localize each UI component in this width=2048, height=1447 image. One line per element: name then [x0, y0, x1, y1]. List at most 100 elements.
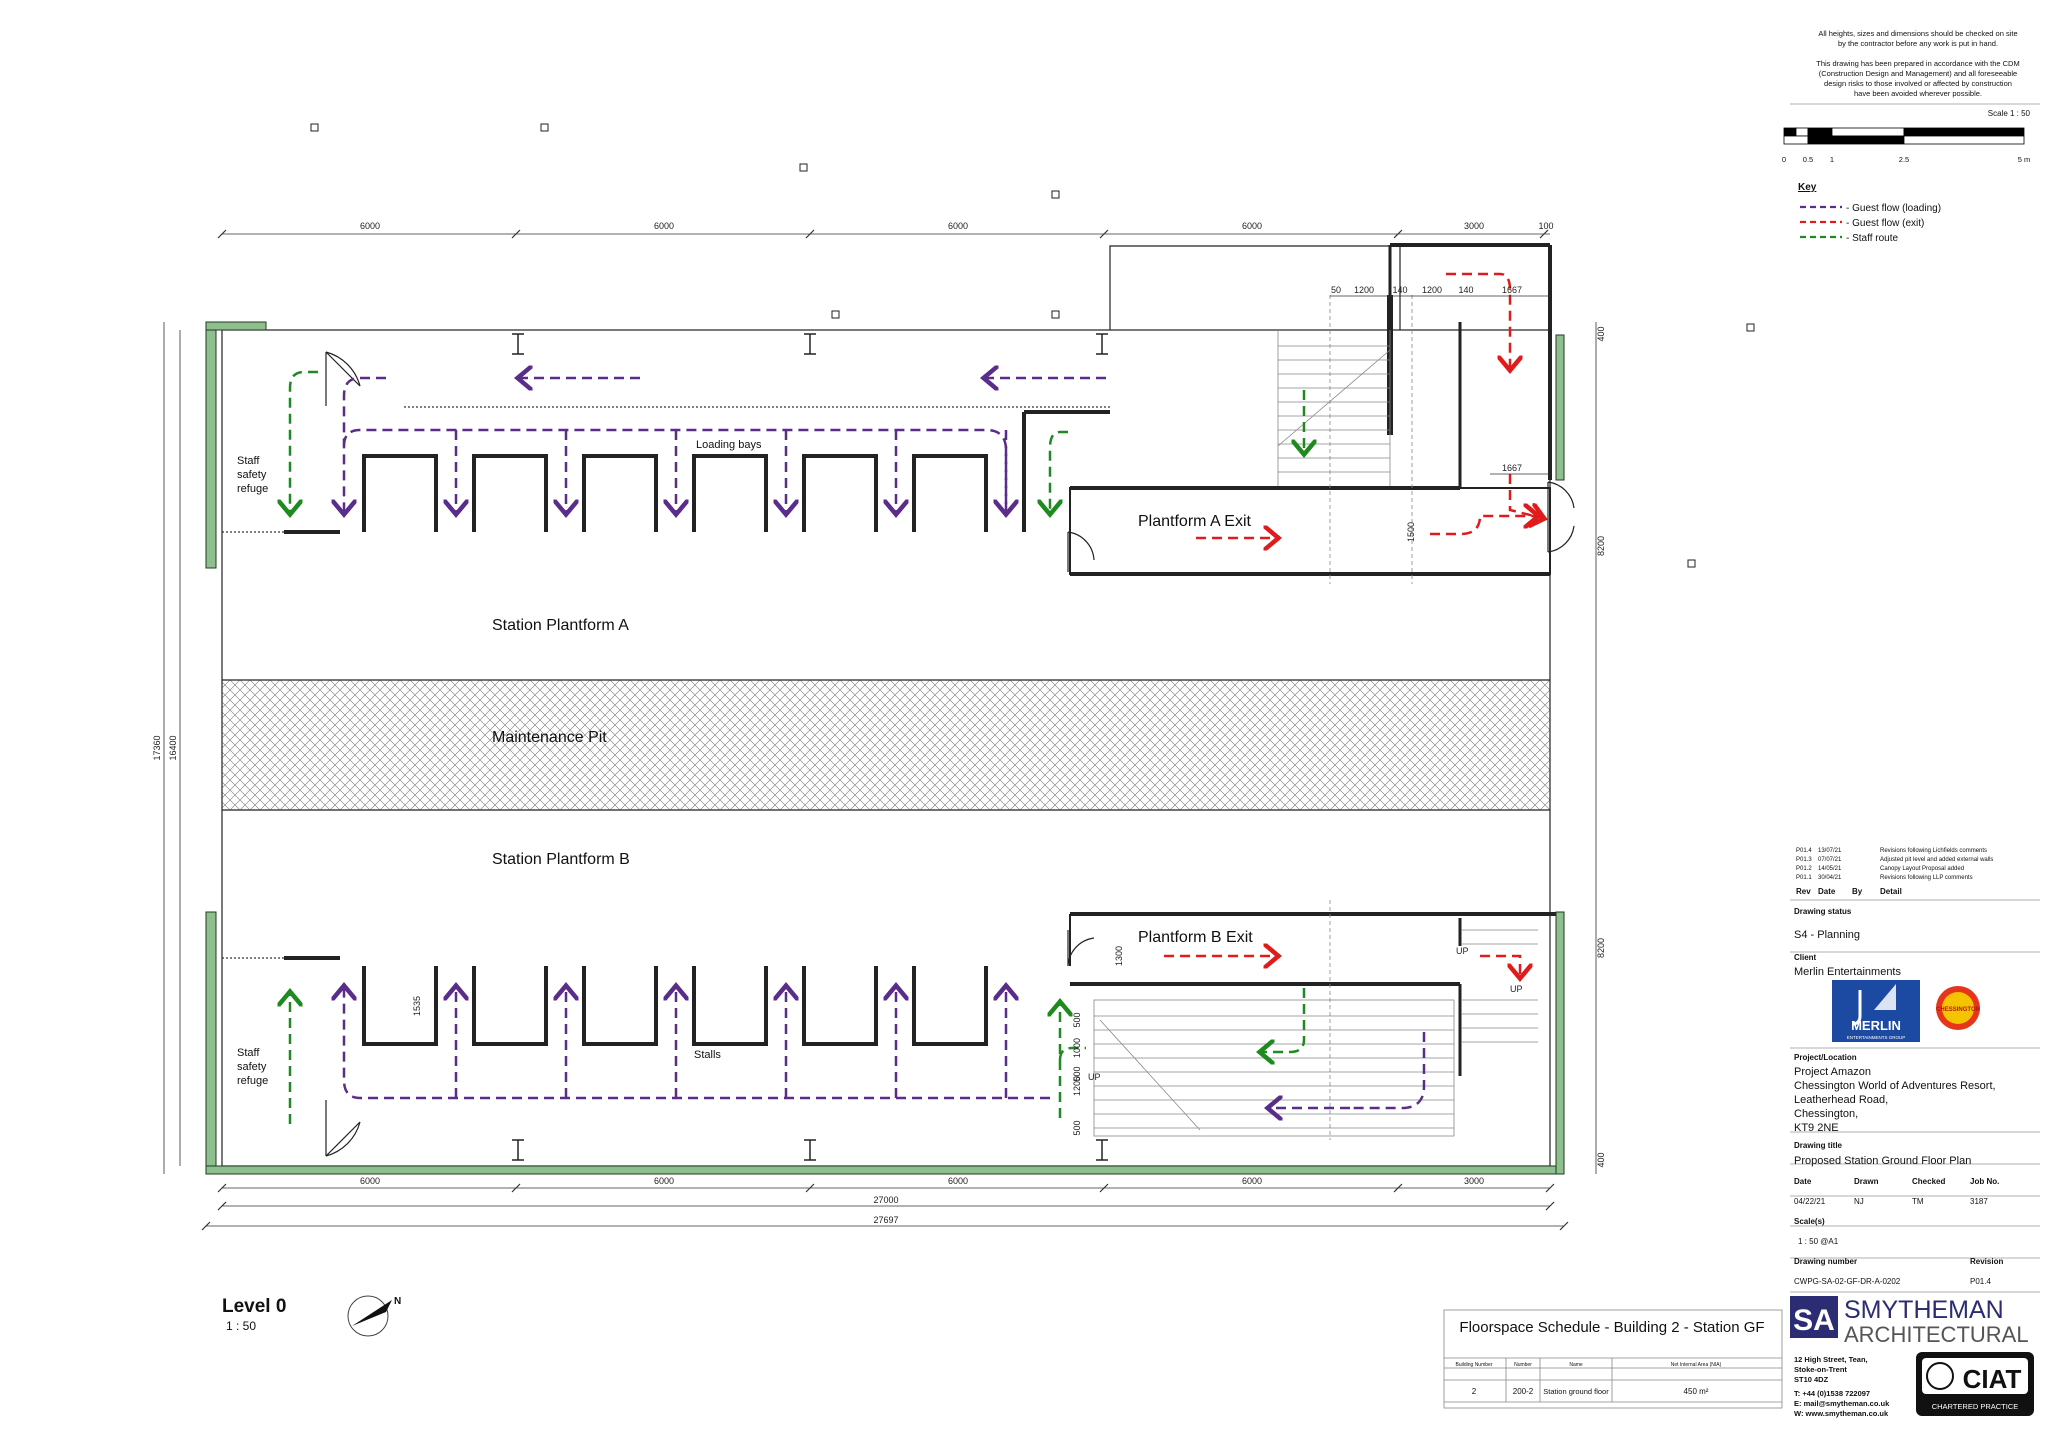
schedule-cell-number: 200-2 [1513, 1387, 1534, 1396]
checked-value: TM [1912, 1197, 1924, 1206]
loading-bay-walls [284, 410, 1110, 534]
dim-stall-depth: 1535 [412, 996, 422, 1016]
label-maintenance-pit: Maintenance Pit [492, 729, 607, 746]
rev-row-1-rev: P01.4 [1796, 848, 1812, 854]
svg-text:MERLIN: MERLIN [1851, 1018, 1901, 1033]
dim-right-3: 8200 [1596, 938, 1606, 958]
title-label: Drawing title [1794, 1141, 1843, 1150]
schedule-header-number: Number [1514, 1362, 1532, 1368]
doors [325, 351, 1575, 1157]
project-line-2: Chessington World of Adventures Resort, [1794, 1080, 1996, 1092]
address-line-3: ST10 4DZ [1794, 1375, 1829, 1384]
dim-bottom-5: 3000 [1464, 1176, 1484, 1186]
label-exit-a: Plantform A Exit [1138, 513, 1251, 530]
svg-text:CHARTERED PRACTICE: CHARTERED PRACTICE [1932, 1402, 2019, 1411]
rev-header-date: Date [1818, 887, 1836, 896]
dim-top-6: 100 [1538, 221, 1553, 231]
dim-top-4: 6000 [1242, 221, 1262, 231]
company-tel: T: +44 (0)1538 722097 [1794, 1389, 1870, 1398]
staff-route [290, 370, 1304, 1124]
rev-row-3-detail: Canopy Layout Proposal added [1880, 866, 1964, 872]
dim-right-2: 8200 [1596, 536, 1606, 556]
title-value: Proposed Station Ground Floor Plan [1794, 1155, 1971, 1167]
project-line-1: Project Amazon [1794, 1066, 1871, 1078]
rev-header-by: By [1852, 887, 1863, 896]
key-item-loading: - Guest flow (loading) [1846, 203, 1941, 214]
svg-text:ARCHITECTURAL: ARCHITECTURAL [1844, 1322, 2029, 1347]
level-title: Level 0 [222, 1296, 286, 1317]
note-line-4: (Construction Design and Management) and… [1819, 69, 2017, 78]
north-arrow-icon: N [347, 1295, 401, 1337]
job-label: Job No. [1970, 1177, 1999, 1186]
exit-b-room [1069, 912, 1556, 1076]
scale-value: 1 : 50 @A1 [1798, 1237, 1839, 1246]
label-loading-bays: Loading bays [696, 439, 762, 451]
dim-total-inner: 27000 [873, 1195, 898, 1205]
dim-right-1: 400 [1596, 326, 1606, 341]
note-line-5: design risks to those involved or affect… [1824, 79, 2012, 88]
project-line-4: Chessington, [1794, 1108, 1858, 1120]
note-line-6: have been avoided wherever possible. [1854, 89, 1982, 98]
dim-misc-4: 500 [1072, 1012, 1082, 1027]
project-label: Project/Location [1794, 1053, 1857, 1062]
dim-bottom-3: 6000 [948, 1176, 968, 1186]
dim-misc-5: 1000 [1072, 1038, 1082, 1058]
revision-label: Revision [1970, 1257, 2003, 1266]
label-refuge-bottom-2: safety [237, 1061, 267, 1073]
key-legend [1800, 205, 1842, 239]
dim-misc-8: 500 [1072, 1120, 1082, 1135]
svg-text:CHESSINGTON: CHESSINGTON [1936, 1007, 1980, 1013]
smytheman-logo: SA SMYTHEMAN ARCHITECTURAL [1790, 1296, 2029, 1347]
rev-row-4-date: 30/04/21 [1818, 875, 1842, 881]
scale-tick-0: 0 [1782, 155, 1786, 164]
rev-row-2-detail: Adjusted pit level and added external wa… [1880, 857, 1993, 863]
rev-header-rev: Rev [1796, 887, 1811, 896]
key-title: Key [1798, 182, 1817, 193]
dim-bottom-4: 6000 [1242, 1176, 1262, 1186]
dim-top-5: 3000 [1464, 221, 1484, 231]
date-value: 04/22/21 [1794, 1197, 1826, 1206]
dim-total-outer: 27697 [873, 1215, 898, 1225]
project-line-3: Leatherhead Road, [1794, 1094, 1888, 1106]
scales-label: Scale(s) [1794, 1217, 1825, 1226]
maintenance-pit-hatch [221, 679, 1551, 811]
svg-text:CIAT: CIAT [1963, 1364, 2022, 1394]
up-label-3: UP [1088, 1072, 1101, 1082]
rev-row-1-detail: Revisions following Lichfields comments [1880, 848, 1987, 854]
scale-bar [1783, 127, 2025, 145]
label-stalls: Stalls [694, 1049, 721, 1061]
dim-right-4: 400 [1596, 1152, 1606, 1167]
rev-row-3-date: 14/05/21 [1818, 866, 1842, 872]
project-line-5: KT9 2NE [1794, 1122, 1839, 1134]
dim-bottom-2: 6000 [654, 1176, 674, 1186]
ciat-badge: CIAT CHARTERED PRACTICE [1916, 1352, 2034, 1416]
key-item-exit: - Guest flow (exit) [1846, 218, 1924, 229]
rev-row-4-detail: Revisions following LLP comments [1880, 875, 1973, 881]
floorspace-schedule [1443, 1309, 1783, 1409]
drawn-value: NJ [1854, 1197, 1864, 1206]
level-scale: 1 : 50 [226, 1319, 256, 1333]
survey-markers [310, 123, 1755, 568]
label-refuge-bottom-1: Staff [237, 1047, 260, 1059]
rev-row-1-date: 13/07/21 [1818, 848, 1842, 854]
chessington-logo: CHESSINGTON [1936, 986, 1980, 1030]
note-line-3: This drawing has been prepared in accord… [1816, 59, 2019, 68]
scale-tick-3: 2.5 [1899, 155, 1909, 164]
dotted-lines [222, 406, 1110, 959]
rev-row-3-rev: P01.2 [1796, 866, 1812, 872]
dim-top-2: 6000 [654, 221, 674, 231]
schedule-header-name: Name [1569, 1362, 1583, 1368]
rev-row-2-date: 07/07/21 [1818, 857, 1842, 863]
dimension-lines [163, 233, 1597, 1227]
scale-tick-1: 0.5 [1803, 155, 1813, 164]
note-line-1: All heights, sizes and dimensions should… [1818, 29, 2017, 38]
schedule-cell-name: Station ground floor [1543, 1387, 1609, 1396]
svg-text:N: N [394, 1296, 401, 1307]
dim-exit-a-1: 1500 [1406, 522, 1416, 542]
dim-stair-1: 50 [1331, 285, 1341, 295]
dim-exit-b-1: 1300 [1114, 946, 1124, 966]
dim-stair-3: 140 [1392, 285, 1407, 295]
dim-top-1: 6000 [360, 221, 380, 231]
scale-tick-4: 5 m [2018, 155, 2031, 164]
